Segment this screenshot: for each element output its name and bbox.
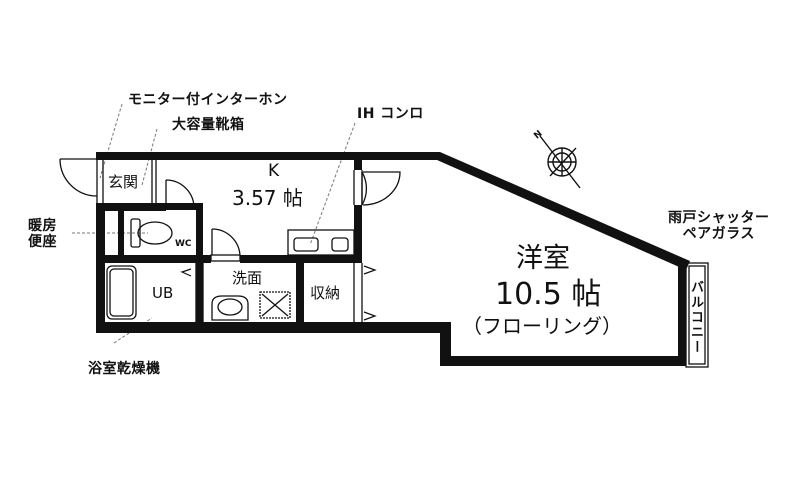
intercom-annotation: モニター付インターホン xyxy=(128,92,288,108)
western-room-floor: （フローリング） xyxy=(462,314,622,338)
room-balcony: バルコニー xyxy=(688,280,703,355)
heated-toilet-line1: 暖房 xyxy=(28,218,57,234)
room-unit-bath: UB xyxy=(152,284,174,302)
shutter-annotation: 雨戸シャッター ペアガラス xyxy=(668,210,770,242)
room-wc: WC xyxy=(175,239,192,249)
room-washroom: 洗面 xyxy=(232,269,263,287)
kitchen-size: 3.57 帖 xyxy=(232,186,303,210)
outer-walls xyxy=(96,152,690,366)
room-entrance: 玄関 xyxy=(108,173,139,191)
bath-dryer-annotation: 浴室乾燥機 xyxy=(88,361,161,377)
western-room-name: 洋室 xyxy=(516,243,570,274)
kitchen-counter xyxy=(287,229,355,256)
compass-icon xyxy=(539,135,581,189)
heated-toilet-line2: 便座 xyxy=(28,234,57,250)
shoe-cabinet-annotation: 大容量靴箱 xyxy=(172,117,245,133)
interior-doors xyxy=(165,171,401,262)
shutter-line1: 雨戸シャッター xyxy=(668,210,770,226)
leader-lines xyxy=(72,103,356,344)
genkan-frame xyxy=(96,160,157,205)
bathtub xyxy=(106,265,137,320)
toilet-fixture xyxy=(130,218,173,248)
heated-toilet-annotation: 暖房 便座 xyxy=(28,218,57,250)
western-room-size: 10.5 帖 xyxy=(495,277,602,312)
entry-door xyxy=(59,158,98,197)
room-storage: 収納 xyxy=(310,284,341,302)
kitchen-name: K xyxy=(268,161,280,181)
interior-walls xyxy=(96,152,362,325)
shutter-line2: ペアガラス xyxy=(682,226,755,242)
ih-stove-annotation: IH コンロ xyxy=(357,106,424,122)
